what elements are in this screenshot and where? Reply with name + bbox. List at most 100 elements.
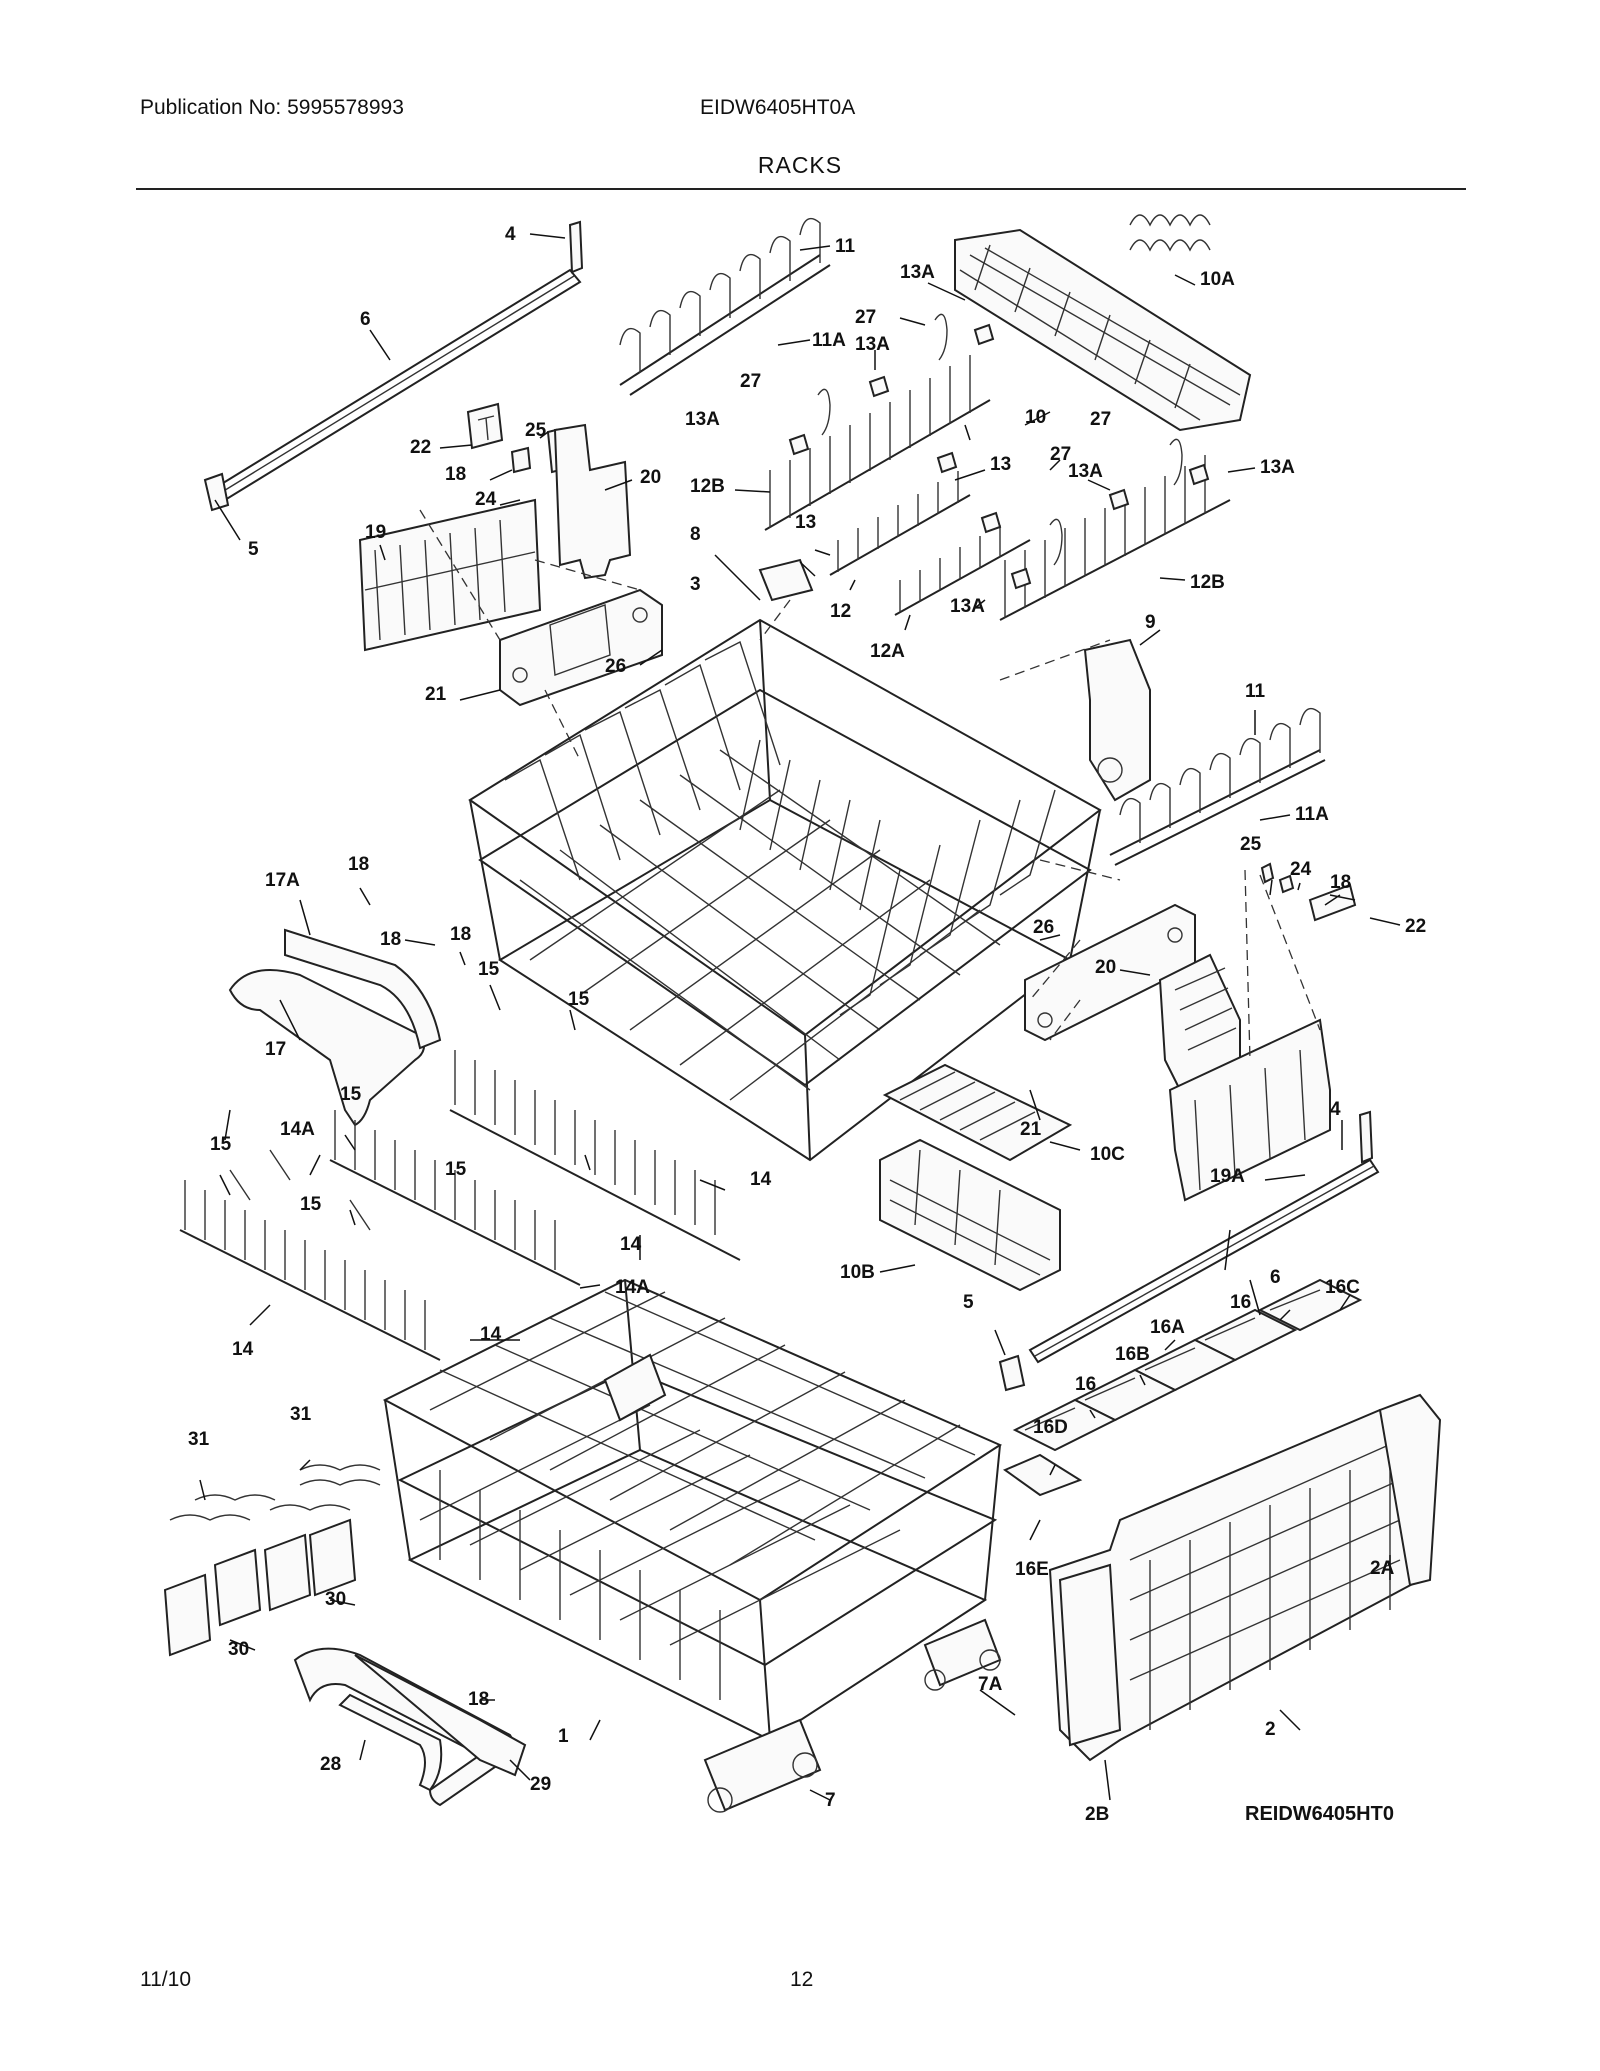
callout-14: 14 <box>620 1234 642 1255</box>
callout-21: 21 <box>425 684 447 705</box>
callout-19: 19 <box>365 522 386 543</box>
callout-4: 4 <box>1330 1099 1341 1120</box>
leader-lines <box>199 233 1401 1801</box>
callout-2B: 2B <box>1085 1804 1109 1825</box>
callout-6: 6 <box>1270 1267 1281 1288</box>
callout-17A: 17A <box>265 870 300 891</box>
header-divider <box>136 188 1466 190</box>
callout-25: 25 <box>525 420 547 441</box>
section-title: RACKS <box>757 152 843 178</box>
upper-tine-row-11 <box>619 217 831 396</box>
callout-17: 17 <box>265 1039 286 1060</box>
callout-13A: 13A <box>950 596 985 617</box>
callout-18: 18 <box>1330 872 1351 893</box>
callout-15: 15 <box>445 1159 467 1180</box>
callout-10: 10 <box>1025 407 1046 428</box>
callout-18: 18 <box>450 924 471 945</box>
callout-30: 30 <box>325 1589 346 1610</box>
callout-1: 1 <box>558 1726 569 1747</box>
callout-24: 24 <box>475 489 497 510</box>
callout-27: 27 <box>1090 409 1111 430</box>
callout-5: 5 <box>963 1292 974 1313</box>
callout-7: 7 <box>825 1790 836 1811</box>
upper-basket <box>468 618 1102 1162</box>
callout-26: 26 <box>605 656 626 677</box>
callout-31: 31 <box>188 1429 210 1450</box>
callout-27: 27 <box>1050 444 1071 465</box>
callout-11: 11 <box>1245 681 1266 702</box>
callout-13A: 13A <box>1260 457 1295 478</box>
callout-15: 15 <box>478 959 500 980</box>
publication-date: 11/10 <box>140 1968 191 1991</box>
callout-18: 18 <box>468 1689 489 1710</box>
callout-4: 4 <box>505 224 516 245</box>
callout-16: 16 <box>1230 1292 1251 1313</box>
callout-13: 13 <box>795 512 816 533</box>
upper-cutlery-tray <box>954 228 1252 432</box>
publication-number: Publication No: 5995578993 <box>140 96 404 119</box>
callout-16: 16 <box>1075 1374 1096 1395</box>
callout-12B: 12B <box>1190 572 1225 593</box>
callout-3: 3 <box>690 574 701 595</box>
callout-6: 6 <box>360 309 371 330</box>
callout-22: 22 <box>410 437 431 458</box>
lower-basket <box>382 1278 1003 1742</box>
callout-29: 29 <box>530 1774 551 1795</box>
callout-20: 20 <box>1095 957 1116 978</box>
callout-15: 15 <box>210 1134 232 1155</box>
callout-10B: 10B <box>840 1262 875 1283</box>
callout-27: 27 <box>740 371 761 392</box>
callout-25: 25 <box>1240 834 1262 855</box>
lower-cutlery-basket <box>1048 1393 1442 1762</box>
model-number: EIDW6405HT0A <box>700 96 856 119</box>
callout-14A: 14A <box>280 1119 315 1140</box>
callout-14: 14 <box>750 1169 772 1190</box>
tine-row-12B-left <box>764 355 991 531</box>
callout-18: 18 <box>380 929 401 950</box>
mid-tine-rows <box>179 1050 741 1361</box>
callout-12A: 12A <box>870 641 905 662</box>
callout-11: 11 <box>835 236 856 257</box>
callout-8: 8 <box>690 524 701 545</box>
callout-7A: 7A <box>978 1674 1003 1695</box>
callout-20: 20 <box>640 467 661 488</box>
tine-row-12B-right <box>999 455 1231 621</box>
callout-16A: 16A <box>1150 1317 1185 1338</box>
callout-10A: 10A <box>1200 269 1235 290</box>
callout-15: 15 <box>300 1194 322 1215</box>
callout-14: 14 <box>480 1324 502 1345</box>
callout-16D: 16D <box>1033 1417 1068 1438</box>
callout-12: 12 <box>830 601 851 622</box>
callout-18: 18 <box>445 464 466 485</box>
callout-10C: 10C <box>1090 1144 1125 1165</box>
callout-13A: 13A <box>1068 461 1103 482</box>
diagram-reference-code: REIDW6405HT0 <box>1245 1803 1394 1825</box>
callout-13A: 13A <box>685 409 720 430</box>
callout-13: 13 <box>990 454 1011 475</box>
callout-21: 21 <box>1020 1119 1042 1140</box>
callout-22: 22 <box>1405 916 1426 937</box>
callout-2: 2 <box>1265 1719 1276 1740</box>
callout-14A: 14A <box>615 1277 650 1298</box>
upper-rail-left <box>203 220 584 512</box>
callout-16C: 16C <box>1325 1277 1360 1298</box>
callout-12B: 12B <box>690 476 725 497</box>
callout-30: 30 <box>228 1639 249 1660</box>
callout-2A: 2A <box>1370 1558 1395 1579</box>
callout-18: 18 <box>348 854 369 875</box>
page-number: 12 <box>790 1968 814 1991</box>
parts-artwork <box>163 214 1442 1813</box>
callout-31: 31 <box>290 1404 312 1425</box>
callout-15: 15 <box>568 989 590 1010</box>
callout-11A: 11A <box>1295 804 1329 825</box>
callout-5: 5 <box>248 539 259 560</box>
callout-16B: 16B <box>1115 1344 1150 1365</box>
callout-28: 28 <box>320 1754 341 1775</box>
callout-19A: 19A <box>1210 1166 1245 1187</box>
callout-27: 27 <box>855 307 876 328</box>
callout-13A: 13A <box>900 262 935 283</box>
rack-adjuster-left <box>358 498 542 652</box>
callout-13A: 13A <box>855 334 890 355</box>
callout-11A: 11A <box>812 330 846 351</box>
